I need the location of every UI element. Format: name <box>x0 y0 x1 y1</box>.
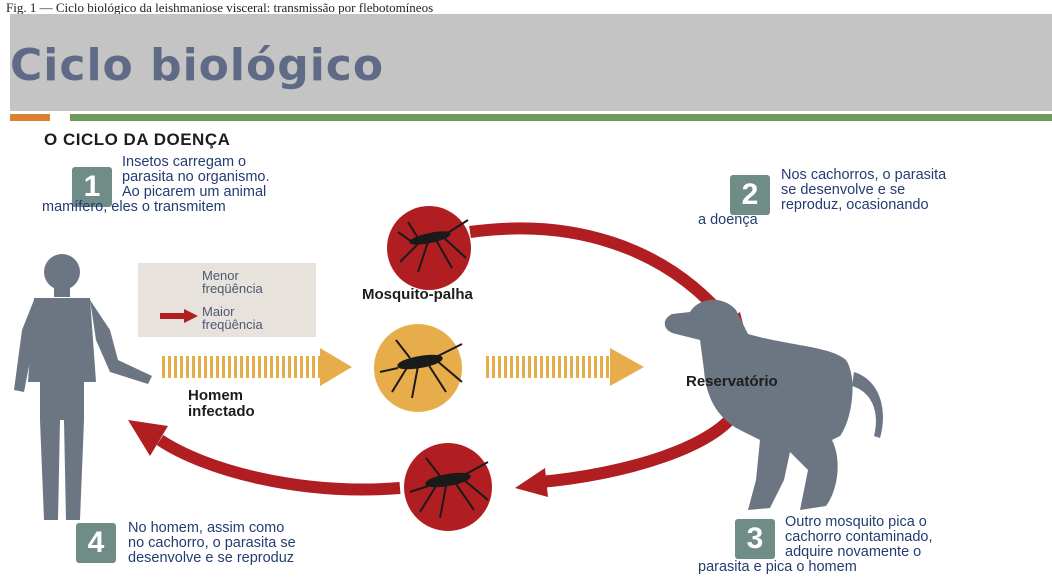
step-3-line: adquire novamente o <box>785 544 922 560</box>
reservoir-label: Reservatório <box>686 373 778 390</box>
low-freq-arrow-right-head <box>610 348 644 386</box>
low-freq-arrow-right <box>484 356 610 378</box>
cycle-arrow-right-head <box>515 468 548 497</box>
human-label-line: infectado <box>188 403 255 420</box>
frequency-legend: Menor freqüência Maior freqüência <box>138 263 316 337</box>
mosquito-icon <box>409 457 489 519</box>
legend-low: Menor freqüência <box>202 269 263 295</box>
human-label: Homem infectado <box>188 388 255 420</box>
mosquito-circle-top <box>387 206 471 290</box>
cycle-arrow-bottom-head <box>128 420 168 456</box>
figure-caption: Fig. 1 — Ciclo biológico da leishmaniose… <box>6 0 434 14</box>
step-4-badge: 4 <box>76 523 116 563</box>
step-1-line: Insetos carregam o <box>122 154 247 170</box>
step-1-text: Insetos carregam o parasita no organismo… <box>42 154 270 215</box>
step-3-text: Outro mosquito pica o cachorro contamina… <box>698 514 933 575</box>
step-4-line: no cachorro, o parasita se <box>128 535 296 551</box>
step-2-line: reproduz, ocasionando <box>781 197 929 213</box>
page-title: Ciclo biológico <box>10 40 385 91</box>
mosquito-circle-bottom <box>404 443 492 531</box>
step-3-line: cachorro contaminado, <box>785 529 933 545</box>
step-2-line: a doença <box>698 212 758 228</box>
step-2-badge: 2 <box>730 175 770 215</box>
step-4-text: No homem, assim como no cachorro, o para… <box>128 521 296 566</box>
step-3-line: Outro mosquito pica o <box>785 514 927 530</box>
legend-high-label: freqüência <box>202 317 263 332</box>
cycle-arrow-right <box>539 402 746 488</box>
step-2-line: Nos cachorros, o parasita <box>781 167 947 183</box>
legend-high-arrow <box>160 309 198 323</box>
step-1-line: parasita no organismo. <box>122 169 270 185</box>
legend-low-label: Menor <box>202 268 239 283</box>
step-1-line: Ao picarem um animal <box>122 184 267 200</box>
mosquito-icon <box>379 339 463 399</box>
step-3-line: parasita e pica o homem <box>698 559 857 575</box>
cycle-heading: O CICLO DA DOENÇA <box>44 130 231 149</box>
legend-low-label: freqüência <box>202 281 263 296</box>
step-4-line: No homem, assim como <box>128 520 285 536</box>
accent-bar-orange <box>10 114 50 121</box>
title-banner: Ciclo biológico <box>10 14 1052 111</box>
step-1-badge: 1 <box>72 167 112 207</box>
low-freq-arrow-left <box>160 356 320 378</box>
step-2-text: Nos cachorros, o parasita se desenvolve … <box>698 167 947 228</box>
human-label-line: Homem <box>188 387 244 404</box>
dog-silhouette <box>664 299 883 510</box>
legend-high: Maior freqüência <box>202 305 263 331</box>
mosquito-circle-middle <box>374 324 463 412</box>
mosquito-label: Mosquito-palha <box>362 286 473 303</box>
step-2-line: se desenvolve e se <box>781 182 906 198</box>
human-silhouette <box>14 254 152 520</box>
legend-high-label: Maior <box>202 304 235 319</box>
step-1-line: mamífero, eles o transmitem <box>42 199 226 215</box>
cycle-arrow-bottom <box>156 434 401 496</box>
cycle-arrow-top <box>469 222 733 326</box>
mosquito-icon <box>397 219 469 273</box>
step-4-line: desenvolve e se reproduz <box>128 550 295 566</box>
step-3-badge: 3 <box>735 519 775 559</box>
accent-bar-green <box>70 114 1052 121</box>
low-freq-arrow-left-head <box>320 348 352 386</box>
